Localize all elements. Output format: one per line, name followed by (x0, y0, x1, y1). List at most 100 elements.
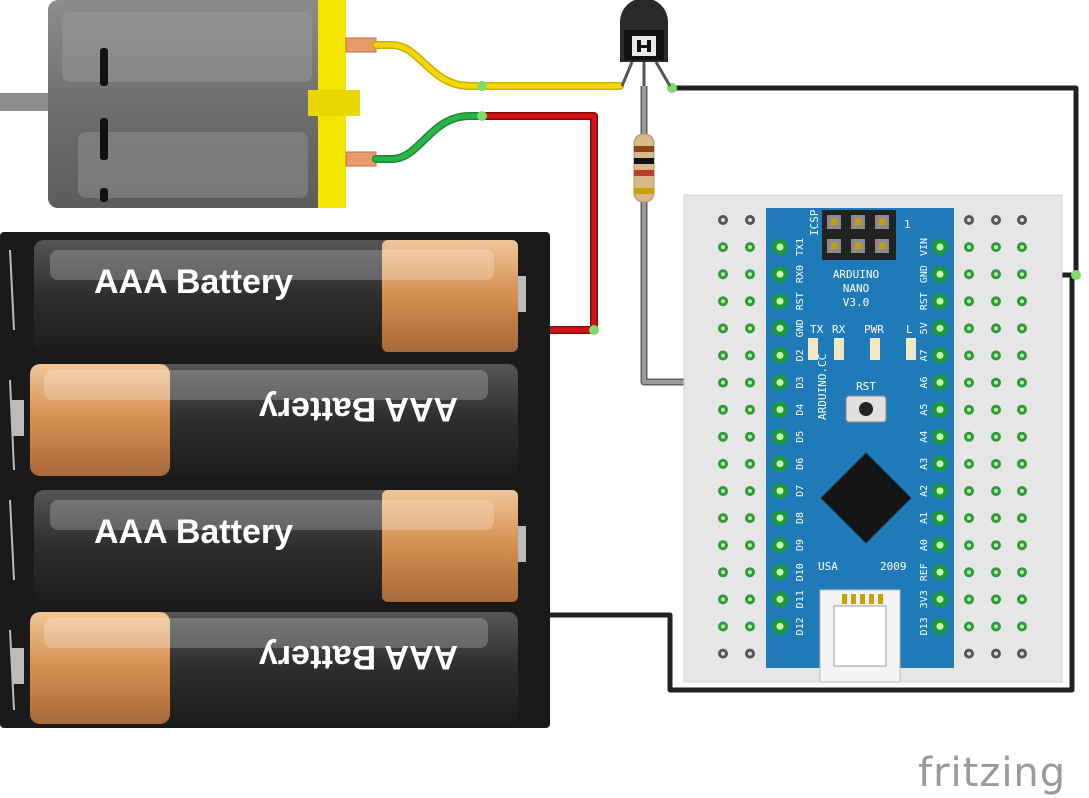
breadboard-hole-center (721, 299, 725, 304)
breadboard-hole-center (721, 516, 725, 521)
transistor-logo-mark (637, 40, 651, 52)
led-pwr-label: PWR (864, 323, 884, 336)
pin-label-left: D8 (795, 512, 806, 524)
dc-motor[interactable] (0, 0, 377, 208)
nano-title-2: NANO (843, 282, 870, 295)
nano-pin-headers (772, 239, 948, 635)
wire-green-inner (373, 113, 485, 162)
motor-slot (100, 118, 108, 160)
breadboard-hole-center (994, 516, 998, 521)
breadboard-hole-center (721, 624, 725, 629)
pin-label-right: A1 (919, 512, 930, 524)
pin-label-right: REF (919, 563, 930, 581)
breadboard-hole-center (1020, 380, 1024, 385)
fritzing-logo: fritzing (918, 750, 1066, 796)
pin-label-right: A4 (919, 431, 930, 443)
nano-pin-hole (776, 487, 784, 495)
pin-label-right: A5 (919, 404, 930, 416)
site-label: ARDUINO.CC (816, 354, 829, 420)
breadboard-hole-center (748, 245, 752, 250)
breadboard-hole-center (994, 380, 998, 385)
led-pwr (870, 338, 880, 360)
battery-terminal (518, 276, 526, 312)
nano-pin-hole (936, 433, 944, 441)
arduino-nano[interactable]: ICSP 1 ARDUINO NANO V3.0 TX RX PWR L ARD… (766, 208, 954, 683)
breadboard-hole-center (1020, 570, 1024, 575)
icsp-pins (827, 215, 889, 253)
breadboard-hole-center (994, 461, 998, 466)
breadboard-hole-center (721, 380, 725, 385)
transistor[interactable] (620, 0, 672, 87)
nano-pin-hole (776, 514, 784, 522)
breadboard-hole-center (967, 624, 971, 629)
battery-shine (44, 370, 488, 400)
nano-pin-hole (936, 595, 944, 603)
breadboard-hole-center (721, 353, 725, 358)
battery-shine (50, 500, 494, 530)
pin-label-right: A3 (919, 458, 930, 470)
pin-labels: TX1RX0RSTGNDD2D3D4D5D6D7D8D9D10D11D12VIN… (795, 238, 930, 635)
pin-label-left: D4 (795, 404, 806, 416)
battery-label: AAA Battery (94, 513, 293, 551)
battery-label: AAA Battery (94, 263, 293, 301)
breadboard-hole-center (748, 624, 752, 629)
battery-copper-cap (30, 364, 170, 476)
breadboard-hole-center (967, 516, 971, 521)
transistor-leg (620, 61, 634, 87)
battery-cell: AAA Battery (34, 240, 526, 352)
pin-label-right: VIN (919, 238, 930, 256)
nano-pin-hole (776, 460, 784, 468)
battery-terminal (518, 526, 526, 562)
breadboard-hole-center (967, 299, 971, 304)
battery-label: AAA Battery (259, 390, 458, 428)
nano-pin-hole (776, 243, 784, 251)
pin-label-left: D9 (795, 539, 806, 551)
resistor-band (634, 146, 654, 152)
resistor-band (634, 188, 654, 194)
wire-black-battery[interactable] (548, 275, 1075, 693)
pin-label-left: D2 (795, 349, 806, 361)
resistor[interactable] (633, 133, 655, 203)
pin-label-right: 3V3 (919, 590, 930, 608)
wire-yellow-inner (373, 42, 623, 89)
reset-button-cap[interactable] (859, 402, 873, 416)
breadboard-hole-center (1020, 434, 1024, 439)
pin-label-right: RST (919, 292, 930, 310)
breadboard-hole-center (748, 407, 752, 412)
wire-end-dot (589, 325, 599, 335)
breadboard-hole-center (994, 651, 998, 656)
breadboard-hole-center (748, 651, 752, 656)
nano-pin-hole (776, 297, 784, 305)
breadboard-hole-center (721, 272, 725, 277)
nano-pin-hole (776, 379, 784, 386)
battery-cell: AAA Battery (12, 364, 518, 476)
breadboard-hole-center (748, 299, 752, 304)
led-rx-label: RX (832, 323, 846, 336)
pin-label-left: RST (795, 292, 806, 310)
breadboard-hole-center (1020, 272, 1024, 277)
nano-pin-hole (776, 324, 784, 332)
breadboard-hole-center (994, 489, 998, 493)
usb-contact (842, 594, 847, 604)
pin-label-left: RX0 (795, 265, 806, 283)
breadboard-hole-center (721, 651, 725, 656)
breadboard-hole-center (967, 434, 971, 439)
breadboard-hole-center (748, 272, 752, 277)
pin-label-right: A7 (919, 349, 930, 361)
breadboard-hole-center (1020, 597, 1024, 602)
wire-end-dot (477, 111, 487, 121)
breadboard-hole-center (994, 245, 998, 250)
breadboard-hole-center (748, 380, 752, 385)
transistor-leg (654, 61, 672, 87)
breadboard-hole-center (748, 326, 752, 331)
breadboard-hole-center (994, 570, 998, 575)
icsp-pin-tip (879, 243, 885, 249)
pin-label-right: A0 (919, 539, 930, 551)
breadboard-hole-center (994, 272, 998, 277)
nano-pin-hole (776, 351, 784, 359)
nano-title-1: ARDUINO (833, 268, 879, 281)
motor-shaft (0, 93, 60, 111)
led-tx (808, 338, 818, 360)
